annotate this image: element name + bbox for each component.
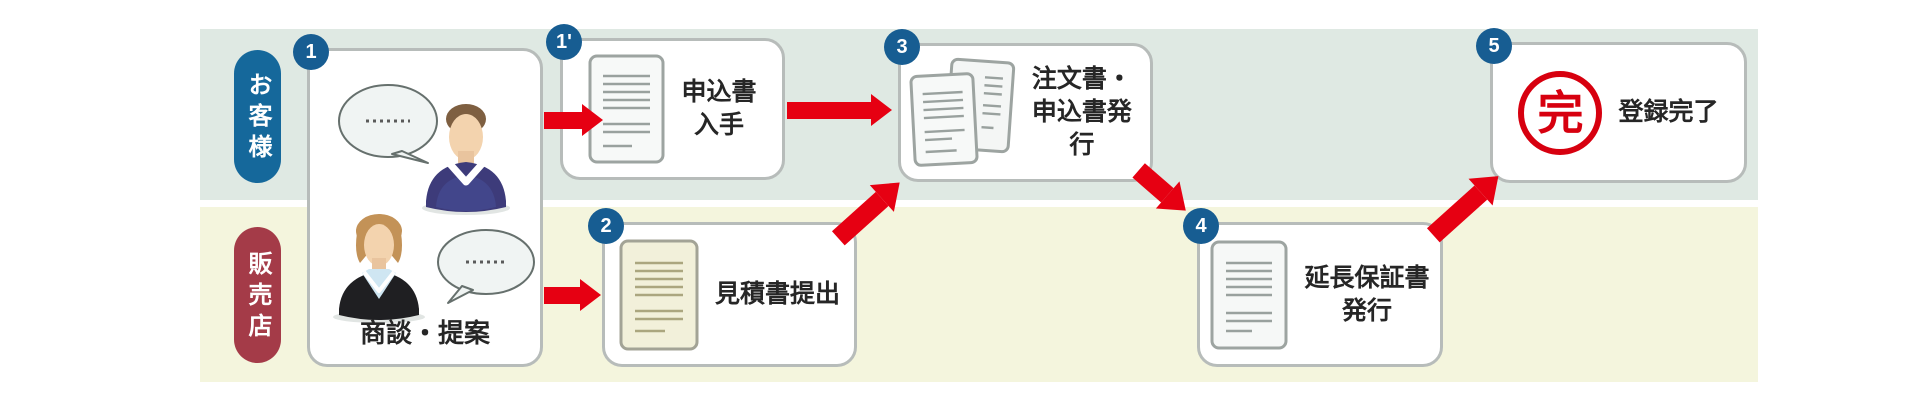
document-icon	[1210, 240, 1288, 349]
people-discussion-illustration	[310, 55, 540, 323]
speech-bubble-icon	[437, 229, 535, 304]
stamp-complete-icon: 完	[1518, 70, 1603, 155]
step-3-issue-order-application: 3	[884, 29, 1153, 182]
step-5-label: 登録完了	[1618, 98, 1719, 126]
lane-label-customer: お客様	[234, 50, 281, 183]
step-2-badge: 2	[588, 208, 624, 244]
dealer-person-icon	[333, 214, 425, 323]
step-4-issue-warranty: 4 延長保証書 発行	[1183, 208, 1443, 367]
document-icon	[619, 239, 699, 350]
step-1-badge: 1	[293, 34, 329, 70]
step-5-registration-complete: 5 完 登録完了	[1476, 28, 1747, 183]
arrow-step1b-to-step3	[787, 94, 892, 126]
customer-person-icon	[422, 104, 510, 215]
arrow-step1-to-step1b	[544, 104, 603, 136]
step-2-label: 見積書提出	[714, 280, 840, 308]
step-2-submit-quotation: 2 見積書提出	[588, 208, 857, 367]
step-3-badge: 3	[884, 29, 920, 65]
documents-stack-icon	[909, 57, 1016, 167]
step-1b-badge: 1'	[546, 24, 582, 60]
step-3-label: 注文書・ 申込書発行	[1031, 65, 1132, 159]
step-1-label: 商談・提案	[359, 318, 490, 348]
step-1-negotiation: 1	[293, 34, 543, 367]
step-4-badge: 4	[1183, 208, 1219, 244]
step-4-label: 延長保証書 発行	[1304, 263, 1430, 325]
lane-label-dealer: 販売店	[234, 227, 281, 363]
speech-bubble-icon	[338, 84, 438, 164]
step-1b-label: 申込書 入手	[681, 78, 757, 139]
step-5-badge: 5	[1476, 28, 1512, 64]
arrow-step1-to-step2	[544, 279, 601, 311]
